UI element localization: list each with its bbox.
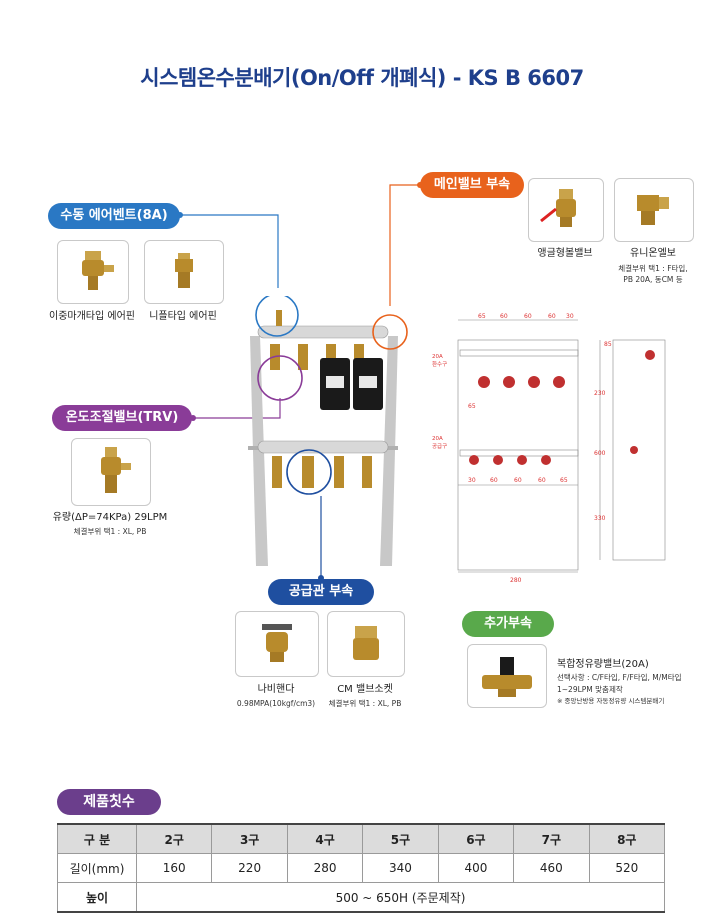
- spec-table: 구 분 2구 3구 4구 5구 6구 7구 8구 길이(mm) 160 220 …: [57, 823, 666, 913]
- extra-line-1: 선택사항 : C/F타입, F/F타입, M/M타입: [557, 673, 682, 682]
- dim-mid: 65: [468, 403, 476, 410]
- dim-top-3: 60: [524, 313, 532, 320]
- supply-label: 공급관 부속: [268, 579, 374, 605]
- dim-height-1: 230: [594, 390, 606, 397]
- spec-header-7: 7구: [513, 823, 590, 854]
- spec-length-7: 460: [513, 853, 590, 883]
- spec-length-row: 길이(mm) 160 220 280 340 400 460 520: [57, 853, 666, 883]
- spec-length-6: 400: [437, 853, 515, 883]
- dim-bot-1: 30: [468, 477, 476, 484]
- return-size: 20A: [432, 354, 443, 360]
- trv-card: [71, 438, 151, 506]
- main-valve-card-2: [614, 178, 694, 242]
- supply-card-2: [327, 611, 405, 677]
- butterfly-handle-icon: [262, 624, 292, 662]
- nipple-air-pin-icon: [175, 253, 193, 288]
- spec-header-3: 3구: [211, 823, 288, 854]
- dim-bot-3: 60: [514, 477, 522, 484]
- supply-card-1: [235, 611, 319, 677]
- manifold-photo: [248, 296, 408, 566]
- dim-height-2: 600: [594, 450, 606, 457]
- extra-line-3: ※ 중앙난방용 자동정유량 시스템분배기: [557, 697, 665, 705]
- main-valve-caption-2: 유니온엘보: [630, 248, 676, 259]
- angle-ball-valve-icon: [540, 189, 576, 227]
- dim-top-1: 65: [478, 313, 486, 320]
- spec-height-value: 500 ~ 650H (주문제작): [136, 882, 665, 913]
- flow-control-valve-icon: [482, 657, 532, 697]
- trv-valve-icon: [101, 447, 131, 493]
- supply-caption-2: CM 밸브소켓: [337, 684, 393, 695]
- dim-top-4: 60: [548, 313, 556, 320]
- spec-height-label: 높이: [57, 882, 137, 913]
- spec-length-8: 520: [588, 853, 666, 883]
- supply-sub-2: 체결부위 택1 : XL, PB: [328, 699, 402, 708]
- spec-length-4: 280: [286, 853, 364, 883]
- extra-label: 추가부속: [462, 611, 554, 637]
- spec-section-label: 제품칫수: [57, 789, 161, 815]
- air-vent-card-2: [144, 240, 224, 304]
- dim-bot-2: 60: [490, 477, 498, 484]
- dim-top-5: 30: [566, 313, 574, 320]
- spec-length-5: 340: [362, 853, 439, 883]
- dim-top-2: 60: [500, 313, 508, 320]
- air-vent-caption-2: 니플타입 에어핀: [149, 311, 217, 322]
- supply-label: 공급구: [432, 443, 447, 450]
- spec-height-row: 높이 500 ~ 650H (주문제작): [57, 882, 665, 913]
- spec-header-8: 8구: [588, 823, 666, 854]
- main-valve-sub-2: PB 20A, 동CM 등: [623, 275, 683, 284]
- spec-header-category: 구 분: [57, 823, 137, 854]
- spec-length-3: 220: [211, 853, 288, 883]
- spec-length-label: 길이(mm): [57, 853, 137, 883]
- main-valve-card-1: [528, 178, 604, 242]
- trv-caption: 유량(ΔP=74KPa) 29LPM: [52, 512, 168, 523]
- spec-header-row: 구 분 2구 3구 4구 5구 6구 7구 8구: [57, 823, 666, 854]
- page-title: 시스템온수분배기(On/Off 개폐식) - KS B 6607: [140, 66, 584, 90]
- spec-header-2: 2구: [135, 823, 213, 854]
- technical-drawing: 65 60 60 60 30 65 30 60 60 60 65 280 230…: [432, 313, 666, 584]
- air-vent-label: 수동 에어벤트(8A): [48, 203, 180, 229]
- dim-bot-4: 60: [538, 477, 546, 484]
- return-label: 환수구: [432, 360, 447, 368]
- spec-length-2: 160: [135, 853, 213, 883]
- trv-sub: 체결부위 택1 : XL, PB: [73, 527, 147, 536]
- supply-size: 20A: [432, 436, 443, 442]
- extra-card: [467, 644, 547, 708]
- main-valve-caption-1: 앵글형볼밸브: [537, 248, 593, 259]
- spec-header-6: 6구: [437, 823, 515, 854]
- cm-valve-socket-icon: [353, 626, 379, 660]
- spec-header-4: 4구: [286, 823, 364, 854]
- spec-header-5: 5구: [362, 823, 439, 854]
- air-vent-card-1: [57, 240, 129, 304]
- air-vent-caption-1: 이중마개타입 에어핀: [49, 311, 135, 322]
- supply-caption-1: 나비핸다: [257, 684, 295, 695]
- dim-bot-5: 65: [560, 477, 568, 484]
- union-elbow-icon: [637, 195, 669, 225]
- supply-sub-1: 0.98MPA(10kgf/cm3): [236, 699, 316, 708]
- dim-side-top: 85: [604, 341, 612, 348]
- main-valve-label: 메인밸브 부속: [420, 172, 524, 198]
- double-cap-air-pin-icon: [82, 251, 114, 290]
- trv-label: 온도조절밸브(TRV): [52, 405, 192, 431]
- dim-height-3: 330: [594, 515, 606, 522]
- main-valve-sub-1: 체결부위 택1 : F타입,: [618, 264, 688, 273]
- extra-line-2: 1~29LPM 맞춤제작: [557, 685, 623, 694]
- dim-width: 280: [510, 577, 522, 584]
- extra-caption: 복합정유량밸브(20A): [557, 659, 649, 670]
